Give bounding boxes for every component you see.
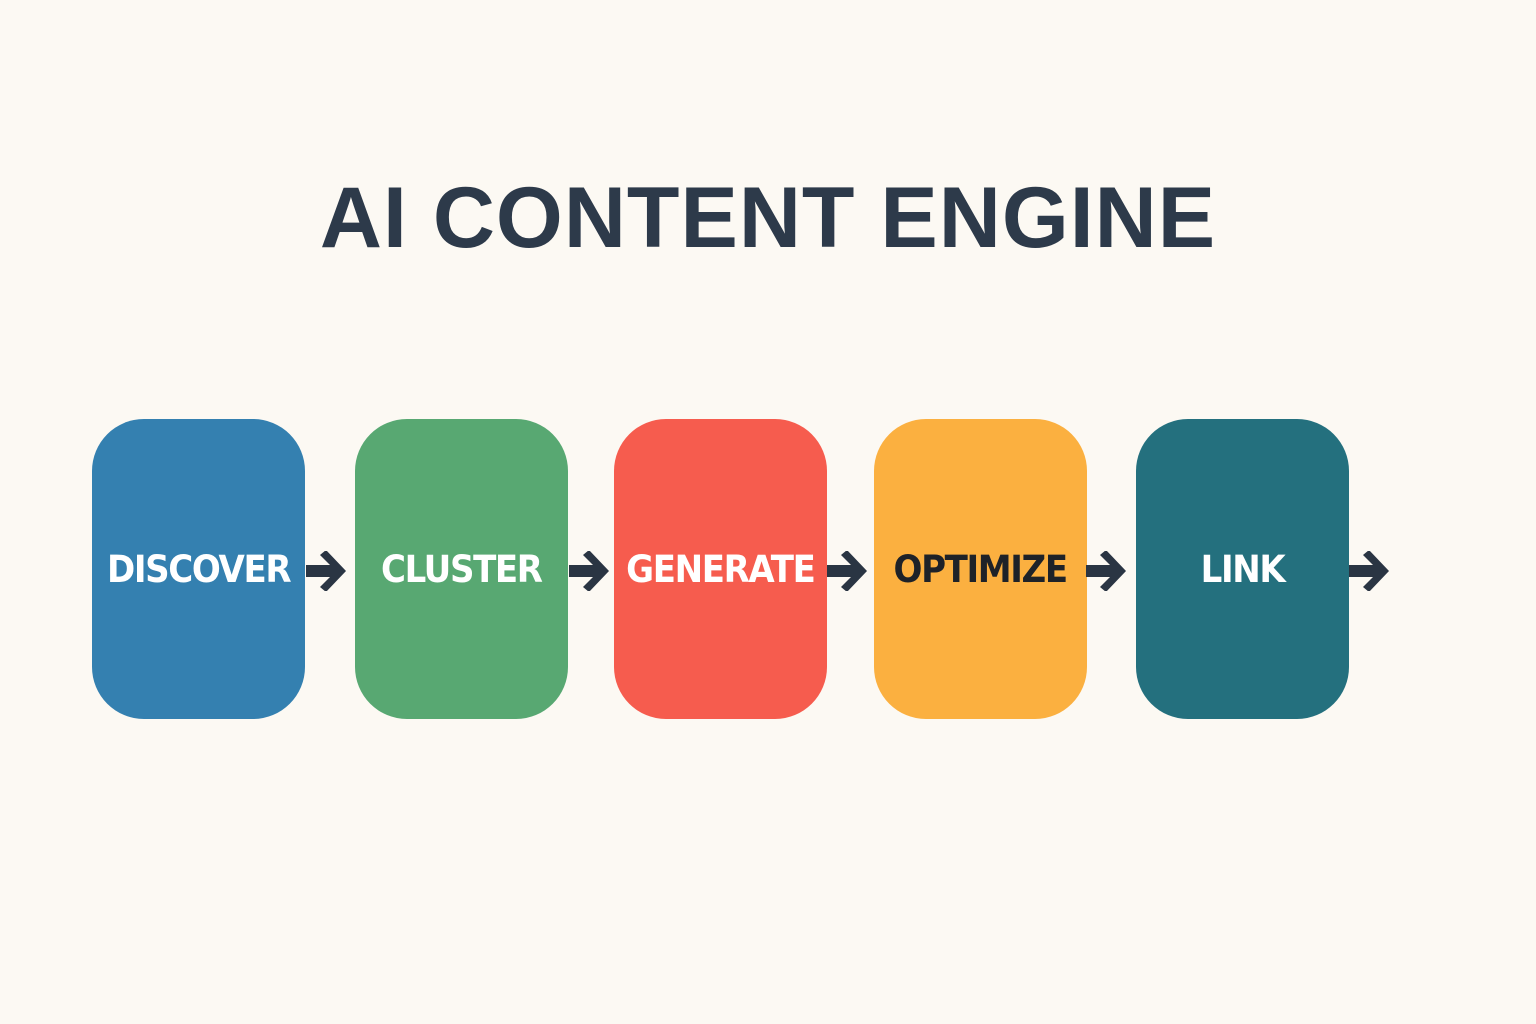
arrow-right-icon	[306, 551, 350, 591]
step-discover: DISCOVER	[92, 419, 305, 719]
step-generate: GENERATE	[614, 419, 827, 719]
arrow-right-icon	[827, 551, 871, 591]
step-cluster: CLUSTER	[355, 419, 568, 719]
arrow-right-icon	[1086, 551, 1130, 591]
step-label: CLUSTER	[381, 547, 543, 591]
arrow-right-icon	[569, 551, 613, 591]
step-label: OPTIMIZE	[893, 547, 1069, 591]
diagram-title: AI CONTENT ENGINE	[319, 169, 1217, 266]
step-link: LINK	[1136, 419, 1349, 719]
step-label: LINK	[1200, 547, 1286, 591]
step-label: DISCOVER	[106, 547, 292, 591]
arrow-right-icon	[1349, 551, 1393, 591]
step-label: GENERATE	[626, 547, 816, 591]
step-optimize: OPTIMIZE	[874, 419, 1087, 719]
